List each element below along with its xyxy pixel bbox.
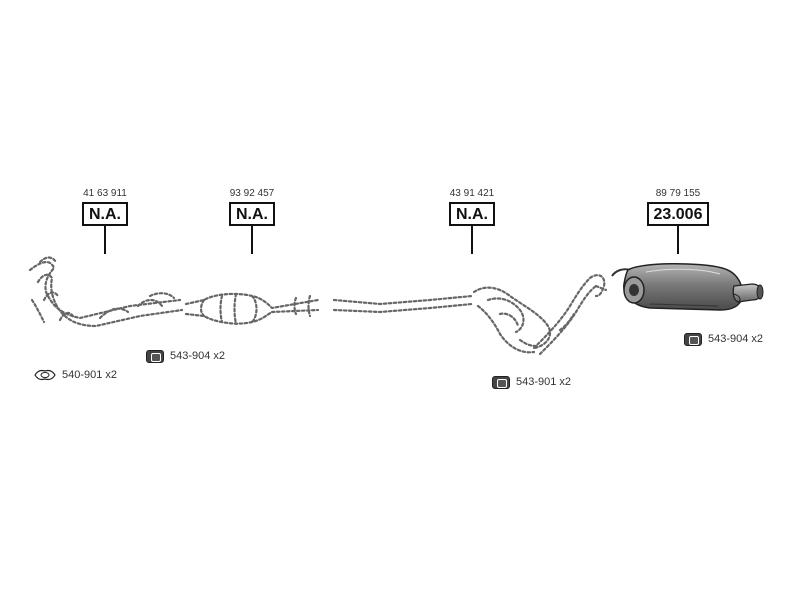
- callout-code-box[interactable]: N.A.: [82, 202, 128, 226]
- hanger-icon: [684, 332, 702, 346]
- part-hanger-543-901[interactable]: 543-901 x2: [492, 375, 571, 389]
- part-label-text: 543-904 x2: [170, 350, 226, 362]
- part-label-text: 543-901 x2: [516, 376, 572, 388]
- callout-middle-section: 93 92 457 N.A.: [212, 188, 292, 254]
- callout-number: 89 79 155: [655, 188, 701, 199]
- callout-number: 43 91 421: [449, 188, 495, 199]
- callout-front-pipe: 41 63 911 N.A.: [65, 188, 145, 254]
- leader-line: [471, 226, 473, 254]
- front-pipe-outline: [28, 256, 184, 328]
- gasket-icon: [34, 369, 56, 381]
- leader-line: [251, 226, 253, 254]
- callout-number: 41 63 911: [83, 188, 127, 199]
- leader-line: [104, 226, 106, 254]
- hanger-icon: [146, 349, 164, 363]
- part-label-text: 540-901 x2: [62, 369, 118, 381]
- callout-rear-muffler: 89 79 155 23.006: [638, 188, 718, 254]
- leader-line: [677, 226, 679, 254]
- part-hanger-543-904-rear[interactable]: 543-904 x2: [684, 332, 763, 346]
- callout-code-box[interactable]: N.A.: [449, 202, 495, 226]
- callout-number: 93 92 457: [229, 188, 275, 199]
- callout-code-box[interactable]: N.A.: [229, 202, 275, 226]
- hanger-icon: [492, 375, 510, 389]
- rear-muffler: [611, 263, 764, 311]
- part-label-text: 543-904 x2: [708, 333, 764, 345]
- intermediate-section-outline: [332, 274, 608, 356]
- middle-section-outline: [184, 292, 320, 326]
- part-hanger-543-904-front[interactable]: 543-904 x2: [146, 349, 225, 363]
- callout-intermediate-section: 43 91 421 N.A.: [432, 188, 512, 254]
- callout-code-box[interactable]: 23.006: [646, 202, 710, 226]
- part-gasket-540-901[interactable]: 540-901 x2: [34, 368, 117, 382]
